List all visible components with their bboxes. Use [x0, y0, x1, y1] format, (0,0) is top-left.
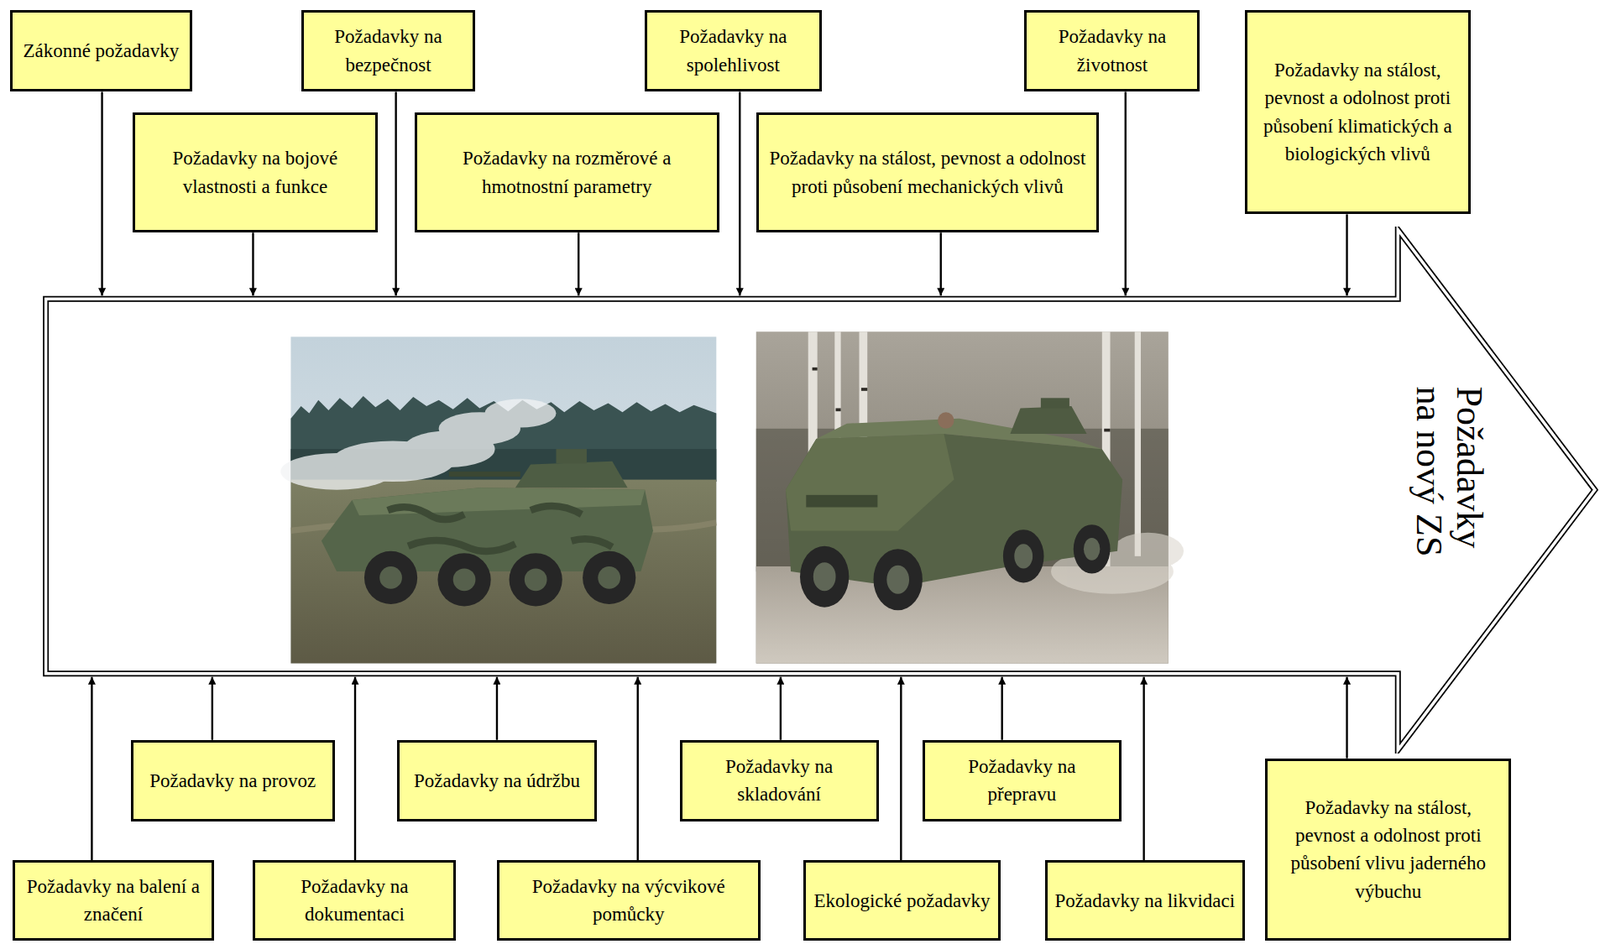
requirement-box: Požadavky na skladování	[679, 740, 879, 822]
input-arrow	[940, 232, 942, 296]
requirement-box: Požadavky na stálost, pevnost a odolnost…	[1265, 758, 1512, 942]
input-arrow	[100, 91, 103, 296]
input-arrow	[1345, 214, 1348, 296]
input-arrow	[738, 91, 741, 296]
photo-firing	[280, 336, 717, 664]
input-arrow	[394, 91, 397, 296]
arrow-inner-gap	[46, 230, 1595, 751]
requirement-box: Požadavky na stálost, pevnost a odolnost…	[756, 112, 1099, 234]
box-label: Požadavky na bojové vlastnosti a funkce	[141, 144, 369, 201]
box-label: Požadavky na přepravu	[931, 752, 1113, 810]
input-arrow	[1124, 91, 1127, 296]
requirement-box: Požadavky na provoz	[130, 740, 335, 822]
requirement-box: Požadavky na bezpečnost	[301, 10, 476, 92]
input-arrow	[211, 677, 214, 741]
box-label: Požadavky na spolehlivost	[653, 22, 812, 79]
input-arrow	[1142, 677, 1145, 862]
requirement-box: Požadavky na balení a značení	[12, 860, 215, 942]
input-arrow	[637, 677, 639, 862]
box-label: Požadavky na životnost	[1033, 22, 1191, 79]
box-label: Požadavky na balení a značení	[21, 873, 206, 930]
arrow-outline	[42, 226, 1599, 754]
target-arrow: Požadavky na nový ZS	[42, 226, 1599, 754]
arrow-label: Požadavky na nový ZS	[1408, 386, 1491, 584]
box-label: Požadavky na bezpečnost	[310, 22, 467, 79]
box-label: Ekologické požadavky	[813, 887, 990, 916]
input-arrow	[779, 677, 782, 741]
box-label: Požadavky na provoz	[149, 767, 316, 795]
box-label: Požadavky na rozměrové a hmotnostní para…	[423, 144, 711, 201]
requirement-box: Zákonné požadavky	[10, 10, 192, 92]
requirement-box: Požadavky na stálost, pevnost a odolnost…	[1244, 10, 1471, 215]
box-label: Požadavky na likvidaci	[1055, 887, 1236, 916]
input-arrow	[354, 677, 356, 862]
box-label: Požadavky na údržbu	[413, 767, 581, 795]
requirement-box: Požadavky na dokumentaci	[252, 860, 456, 942]
input-arrow	[496, 677, 498, 741]
input-arrow	[90, 677, 93, 862]
box-label: Požadavky na stálost, pevnost a odolnost…	[1254, 56, 1462, 168]
box-label: Požadavky na výcvikové pomůcky	[506, 873, 752, 930]
arrow-outer-line	[46, 230, 1595, 751]
requirement-box: Požadavky na bojové vlastnosti a funkce	[132, 112, 378, 234]
requirement-box: Požadavky na rozměrové a hmotnostní para…	[414, 112, 720, 234]
box-label: Požadavky na stálost, pevnost a odolnost…	[1274, 794, 1502, 906]
input-arrow	[1000, 677, 1003, 741]
requirement-box: Ekologické požadavky	[803, 860, 1002, 942]
requirement-box: Požadavky na výcvikové pomůcky	[496, 860, 761, 942]
requirement-box: Požadavky na životnost	[1024, 10, 1200, 92]
box-label: Požadavky na skladování	[689, 752, 870, 810]
photo-driving	[756, 331, 1184, 664]
box-label: Požadavky na dokumentaci	[261, 873, 447, 930]
requirement-box: Požadavky na přepravu	[922, 740, 1122, 822]
box-label: Zákonné požadavky	[22, 36, 179, 65]
input-arrow	[251, 232, 254, 296]
requirement-box: Požadavky na likvidaci	[1045, 860, 1245, 942]
box-label: Požadavky na stálost, pevnost a odolnost…	[765, 144, 1090, 201]
requirement-box: Požadavky na údržbu	[397, 740, 597, 822]
input-arrow	[899, 677, 902, 862]
requirement-box: Požadavky na spolehlivost	[644, 10, 821, 92]
input-arrow	[1345, 677, 1348, 759]
input-arrow	[577, 232, 580, 296]
